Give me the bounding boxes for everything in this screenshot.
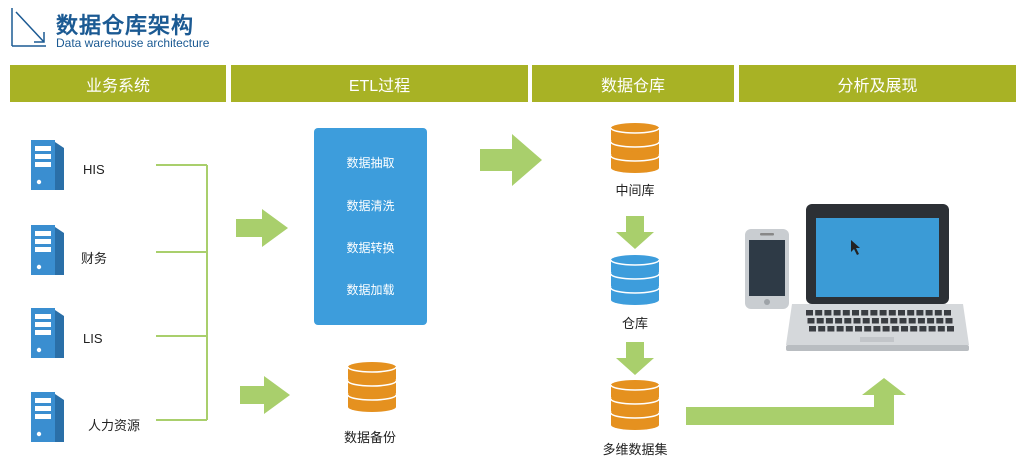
server-icon — [31, 308, 64, 358]
arrow-to-etl — [236, 209, 288, 247]
warehouse-label-cube: 多维数据集 — [602, 442, 668, 457]
page-subtitle: Data warehouse architecture — [56, 36, 210, 50]
server-icon — [31, 140, 64, 190]
server-icon — [31, 392, 64, 442]
laptop-icon — [786, 204, 969, 351]
etl-step-extract: 数据抽取 — [346, 156, 395, 170]
page-title: 数据仓库架构 — [56, 13, 195, 38]
backup-db-icon — [347, 362, 397, 412]
arrow-down-2 — [616, 342, 654, 375]
warehouse-label-staging: 中间库 — [615, 183, 655, 198]
etl-step-clean: 数据清洗 — [346, 199, 395, 213]
source-label-his: HIS — [83, 162, 105, 177]
etl-process-box: 数据抽取 数据清洗 数据转换 数据加载 — [314, 128, 427, 325]
header-business-systems: 业务系统 — [10, 65, 226, 102]
arrow-to-backup — [240, 376, 290, 414]
etl-step-load: 数据加载 — [346, 283, 395, 297]
warehouse-db-icon — [610, 255, 660, 305]
header-analysis: 分析及展现 — [739, 65, 1016, 102]
server-icon — [31, 140, 64, 442]
source-label-lis: LIS — [83, 331, 103, 346]
source-label-hr: 人力资源 — [88, 418, 141, 433]
arrow-to-analysis — [686, 378, 906, 425]
server-icon — [31, 225, 64, 275]
header-warehouse: 数据仓库 — [532, 65, 734, 102]
backup-label: 数据备份 — [343, 430, 396, 445]
source-label-finance: 财务 — [81, 251, 108, 266]
source-connector-lines — [156, 164, 208, 421]
staging-db-icon — [610, 123, 660, 173]
warehouse-label-warehouse: 仓库 — [621, 316, 648, 331]
logo-arrow-icon — [11, 8, 46, 47]
cube-db-icon — [610, 380, 660, 430]
phone-icon — [745, 229, 789, 309]
header-etl: ETL过程 — [231, 65, 528, 102]
arrow-to-warehouse — [480, 134, 542, 186]
arrow-down-1 — [616, 216, 654, 249]
etl-step-transform: 数据转换 — [346, 241, 395, 255]
